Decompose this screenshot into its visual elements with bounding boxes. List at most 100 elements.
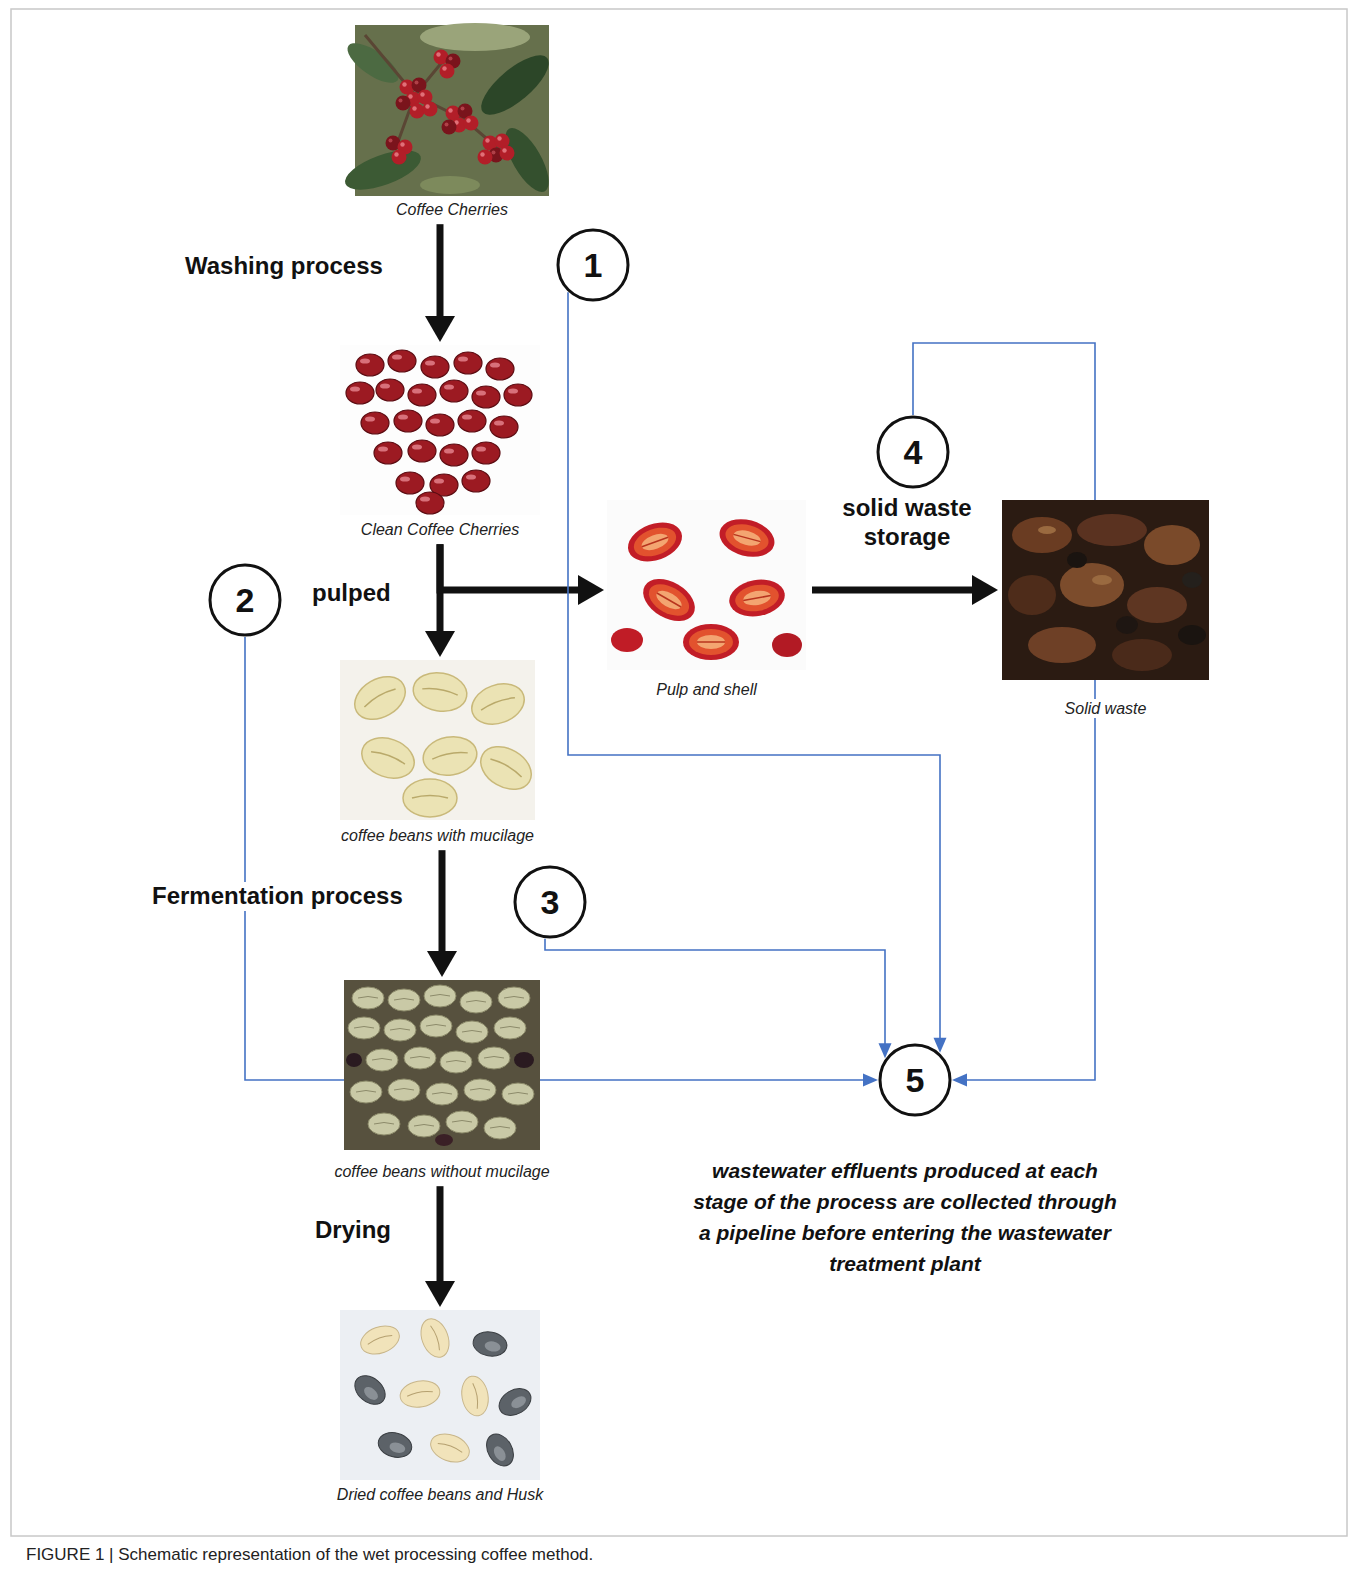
cherries-photo-part: [500, 146, 515, 161]
solid-waste-photo-part: [1144, 525, 1200, 565]
solid-waste-photo: [1002, 500, 1209, 680]
connector: [245, 637, 878, 1087]
pulp-photo-part: [607, 500, 806, 670]
connector-line: [437, 224, 444, 324]
photo-node: Solid waste: [1002, 500, 1209, 720]
solid-waste-photo-part: [1112, 639, 1172, 671]
solid-waste-photo-part: [1067, 552, 1087, 568]
clean-cherries-photo-part: [472, 442, 500, 464]
callout-number: 5: [878, 1043, 952, 1117]
beans-clean-photo-part: [484, 1117, 516, 1139]
clean-cherries-photo-part: [394, 410, 422, 432]
cherries-photo: [340, 23, 557, 198]
arrowhead: [427, 951, 457, 977]
solid-waste-photo-part: [1002, 500, 1209, 680]
note-text: wastewater effluents produced at each st…: [690, 1155, 1120, 1279]
photo-node: coffee beans with mucilage: [336, 660, 539, 847]
beans-clean-photo-part: [424, 985, 456, 1007]
pulp-photo: [607, 500, 806, 670]
clean-cherries-photo-part: [356, 354, 384, 376]
photo-caption: coffee beans without mucilage: [332, 1162, 551, 1181]
beans-mucilage-photo: [340, 660, 539, 820]
connector: [545, 939, 892, 1059]
photo-caption: Pulp and shell: [654, 680, 759, 699]
beans-clean-photo-part: [498, 987, 530, 1009]
beans-mucilage-photo-part: [403, 779, 457, 817]
connector: [425, 224, 455, 342]
beans-mucilage-photo-part: [410, 669, 470, 716]
callout-number: 2: [208, 563, 282, 637]
solid-waste-photo-part: [1028, 627, 1096, 663]
beans-clean-photo-part: [494, 1017, 526, 1039]
solid-waste-photo-part: [1038, 526, 1056, 534]
clean-cherries-photo: [340, 345, 540, 515]
beans-mucilage-photo-part: [473, 738, 539, 798]
callout-number: 3: [513, 865, 587, 939]
cherries-photo-part: [442, 120, 457, 135]
beans-clean-photo-part: [446, 1111, 478, 1133]
beans-clean-photo-part: [460, 991, 492, 1013]
connector-line: [812, 587, 980, 594]
beans-clean-photo: [344, 980, 540, 1150]
arrowhead: [425, 1281, 455, 1307]
photo-node: Clean Coffee Cherries: [340, 345, 540, 541]
photo-caption: coffee beans with mucilage: [339, 826, 536, 845]
arrowhead: [578, 575, 604, 605]
solid-waste-photo-part: [1116, 616, 1138, 634]
cherries-photo-part: [478, 150, 493, 165]
connector: [568, 292, 947, 1052]
clean-cherries-photo-part: [490, 416, 518, 438]
clean-cherries-photo-part: [426, 414, 454, 436]
process-label: solid waste storage: [815, 494, 999, 552]
dried-beans-photo-part: [471, 1329, 509, 1359]
connector-line: [440, 544, 586, 590]
pulp-photo-part: [715, 513, 778, 562]
clean-cherries-photo-part: [462, 470, 490, 492]
photo-node: Coffee Cherries: [355, 25, 549, 221]
beans-clean-photo-part: [404, 1047, 436, 1069]
callout-circle: 1: [556, 228, 630, 302]
beans-clean-photo-part: [366, 1049, 398, 1071]
arrowhead: [863, 1074, 878, 1087]
cherries-photo-part: [365, 35, 500, 150]
connector: [427, 850, 457, 977]
pulp-photo-part: [726, 575, 787, 620]
beans-clean-photo-part: [348, 1017, 380, 1039]
photo-node: Dried coffee beans and Husk: [332, 1310, 548, 1506]
clean-cherries-photo-part: [374, 442, 402, 464]
clean-cherries-photo-part: [440, 380, 468, 402]
clean-cherries-photo-part: [486, 358, 514, 380]
solid-waste-photo-part: [1127, 587, 1187, 623]
clean-cherries-photo-part: [408, 440, 436, 462]
beans-clean-photo-part: [368, 1113, 400, 1135]
cherries-photo-part: [420, 176, 480, 194]
cherries-photo-part: [340, 142, 425, 198]
solid-waste-photo-part: [1182, 572, 1202, 588]
solid-waste-photo-part: [1178, 625, 1206, 645]
callout-circle: 2: [208, 563, 282, 637]
pulp-photo-part: [623, 516, 688, 569]
clean-cherries-photo-part: [416, 492, 444, 514]
beans-clean-photo-part: [388, 989, 420, 1011]
process-label: Drying: [313, 1216, 393, 1245]
clean-cherries-photo-part: [376, 379, 404, 401]
arrowhead: [952, 1074, 967, 1087]
clean-cherries-photo-part: [421, 356, 449, 378]
callout-number: 4: [876, 415, 950, 489]
arrowhead: [425, 631, 455, 657]
callout-number: 1: [556, 228, 630, 302]
beans-mucilage-photo-part: [356, 731, 420, 785]
photo-caption: Solid waste: [1063, 699, 1149, 718]
beans-clean-photo-part: [384, 1019, 416, 1041]
cherries-photo-part: [464, 116, 479, 131]
beans-mucilage-photo-part: [420, 733, 480, 780]
dried-beans-photo-part: [398, 1378, 442, 1411]
clean-cherries-photo-part: [472, 386, 500, 408]
dried-beans-photo-part: [357, 1321, 403, 1359]
cherries-photo-part: [440, 64, 455, 79]
beans-clean-photo-part: [502, 1083, 534, 1105]
arrowhead: [972, 575, 998, 605]
beans-clean-photo-part: [346, 1053, 362, 1067]
